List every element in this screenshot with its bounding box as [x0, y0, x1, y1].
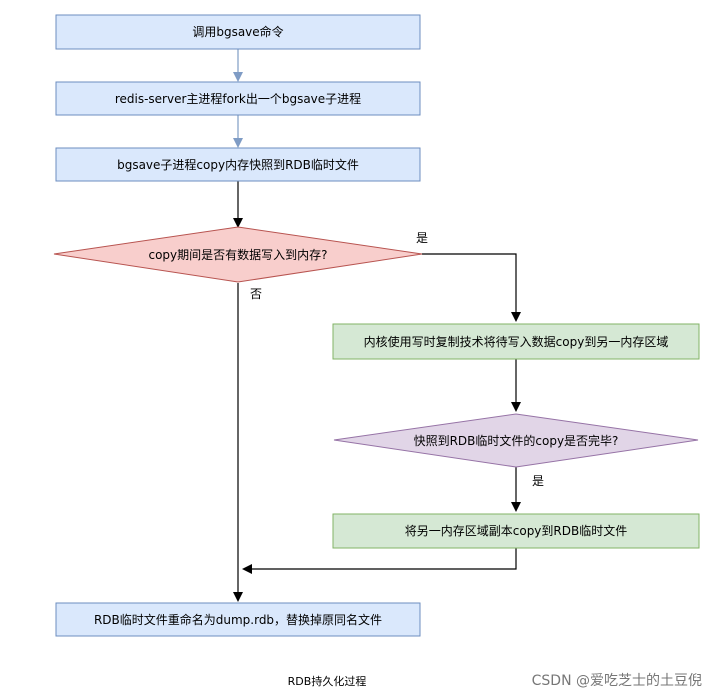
- step4-label: 内核使用写时复制技术将待写入数据copy到另一内存区域: [364, 334, 669, 349]
- edge-label-yes1: 是: [416, 231, 428, 245]
- step5-label: 将另一内存区域副本copy到RDB临时文件: [405, 523, 627, 538]
- edge-step5-merge: [242, 548, 517, 574]
- step2-label: redis-server主进程fork出一个bgsave子进程: [115, 91, 361, 106]
- step6-label: RDB临时文件重命名为dump.rdb，替换掉原同名文件: [94, 612, 382, 627]
- watermark: CSDN @爱吃芝士的土豆倪: [532, 673, 702, 689]
- diagram-caption: RDB持久化过程: [288, 674, 367, 688]
- step1-label: 调用bgsave命令: [192, 24, 283, 39]
- edge-label-no1: 否: [250, 287, 262, 301]
- step3-label: bgsave子进程copy内存快照到RDB临时文件: [117, 157, 359, 172]
- edge-label-yes2: 是: [532, 474, 544, 488]
- decision2-node: 快照到RDB临时文件的copy是否完毕?: [333, 413, 699, 468]
- step2-node: redis-server主进程fork出一个bgsave子进程: [55, 81, 421, 116]
- step3-node: bgsave子进程copy内存快照到RDB临时文件: [55, 147, 421, 182]
- decision1-node: copy期间是否有数据写入到内存?: [53, 226, 423, 283]
- step5-node: 将另一内存区域副本copy到RDB临时文件: [332, 513, 700, 549]
- decision2-label: 快照到RDB临时文件的copy是否完毕?: [414, 433, 619, 448]
- step4-node: 内核使用写时复制技术将待写入数据copy到另一内存区域: [332, 323, 700, 360]
- step6-node: RDB临时文件重命名为dump.rdb，替换掉原同名文件: [55, 602, 421, 637]
- step1-node: 调用bgsave命令: [55, 14, 421, 50]
- edge-decision1-step4: [422, 253, 521, 322]
- decision1-label: copy期间是否有数据写入到内存?: [148, 247, 327, 262]
